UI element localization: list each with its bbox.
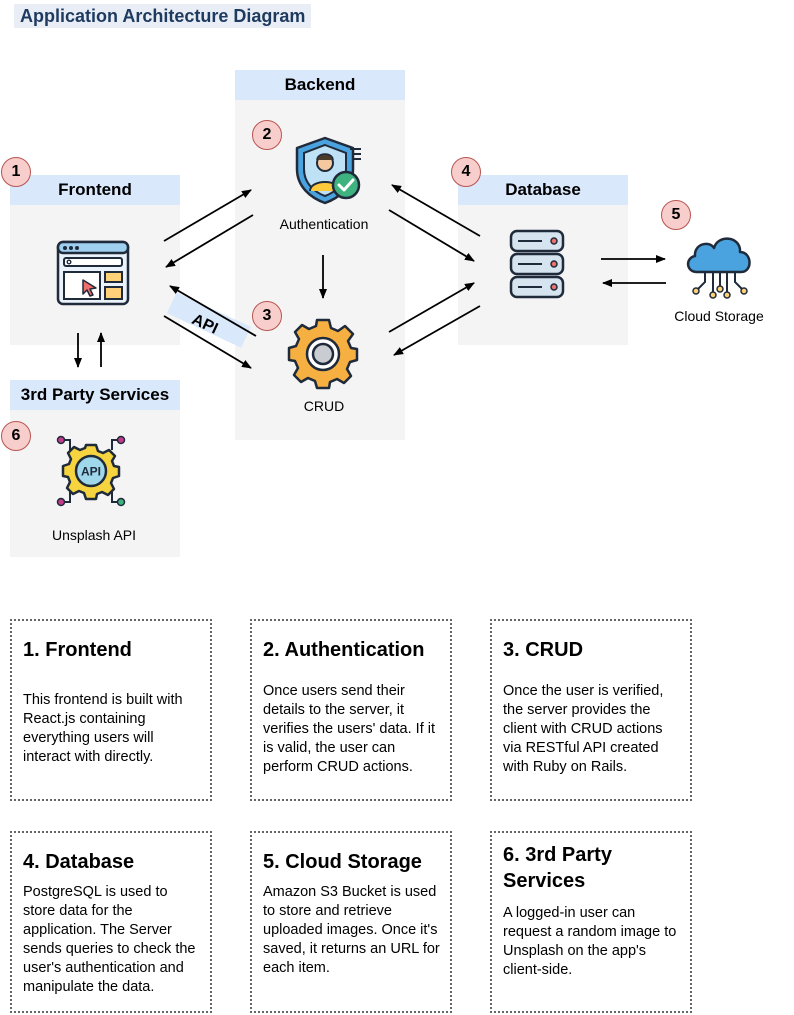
- arrow-frontend-to-crud: [163, 315, 252, 369]
- note-third-party-title: 6. 3rd Party Services: [503, 844, 612, 892]
- unsplash-api-label: Unsplash API: [51, 527, 137, 543]
- crud-label: CRUD: [303, 398, 345, 414]
- note-cloud-storage: 5. Cloud Storage Amazon S3 Bucket is use…: [250, 831, 452, 1013]
- note-third-party-body: A logged-in user can request a random im…: [503, 905, 677, 978]
- arrow-database-to-auth: [391, 184, 481, 237]
- note-frontend-title: 1. Frontend: [23, 639, 132, 661]
- badge-cloud-storage: 5: [661, 200, 691, 230]
- badge-crud: 3: [252, 301, 282, 331]
- api-label-background: [166, 292, 251, 348]
- note-frontend: 1. Frontend This frontend is built with …: [10, 619, 212, 801]
- note-crud-title: 3. CRUD: [503, 639, 584, 661]
- arrow-database-to-crud: [393, 305, 481, 356]
- note-cloud-storage-title: 5. Cloud Storage: [263, 851, 422, 873]
- note-cloud-storage-body: Amazon S3 Bucket is used to store and re…: [263, 884, 440, 976]
- note-database: 4. Database PostgreSQL is used to store …: [10, 831, 212, 1013]
- gear-icon: [287, 318, 359, 390]
- third-party-panel-header: 3rd Party Services: [10, 380, 180, 410]
- note-frontend-body: This frontend is built with React.js con…: [23, 692, 183, 765]
- note-third-party: 6. 3rd Party Services A logged-in user c…: [490, 831, 692, 1013]
- arrow-crud-to-frontend: [169, 285, 257, 337]
- badge-database: 4: [451, 157, 481, 187]
- browser-window-icon: [56, 240, 130, 306]
- authentication-label: Authentication: [279, 216, 369, 232]
- badge-third-party: 6: [1, 421, 31, 451]
- shield-user-check-icon: [295, 136, 361, 205]
- database-panel-header: Database: [458, 175, 628, 205]
- page-title: Application Architecture Diagram: [14, 4, 312, 28]
- arrow-auth-to-database: [388, 209, 475, 262]
- cloud-network-icon: [686, 237, 751, 299]
- frontend-panel-header: Frontend: [10, 175, 180, 205]
- note-authentication: 2. Authentication Once users send their …: [250, 619, 452, 801]
- api-icon-text: API: [81, 465, 101, 479]
- arrow-auth-to-frontend: [165, 214, 254, 268]
- note-crud-body: Once the user is verified, the server pr…: [503, 683, 664, 775]
- badge-authentication: 2: [252, 120, 282, 150]
- arrow-crud-to-database: [388, 282, 475, 333]
- badge-frontend: 1: [1, 157, 31, 187]
- cloud-storage-label: Cloud Storage: [674, 308, 764, 324]
- note-database-title: 4. Database: [23, 851, 135, 873]
- arrow-frontend-to-auth: [163, 189, 252, 242]
- database-server-icon: [509, 229, 565, 299]
- connector-layer: API: [74, 184, 666, 369]
- note-database-body: PostgreSQL is used to store data for the…: [23, 884, 196, 995]
- note-authentication-body: Once users send their details to the ser…: [263, 683, 436, 775]
- note-authentication-title: 2. Authentication: [263, 639, 425, 661]
- api-gear-icon: API: [56, 435, 126, 507]
- note-crud: 3. CRUD Once the user is verified, the s…: [490, 619, 692, 801]
- backend-panel-header: Backend: [235, 70, 405, 100]
